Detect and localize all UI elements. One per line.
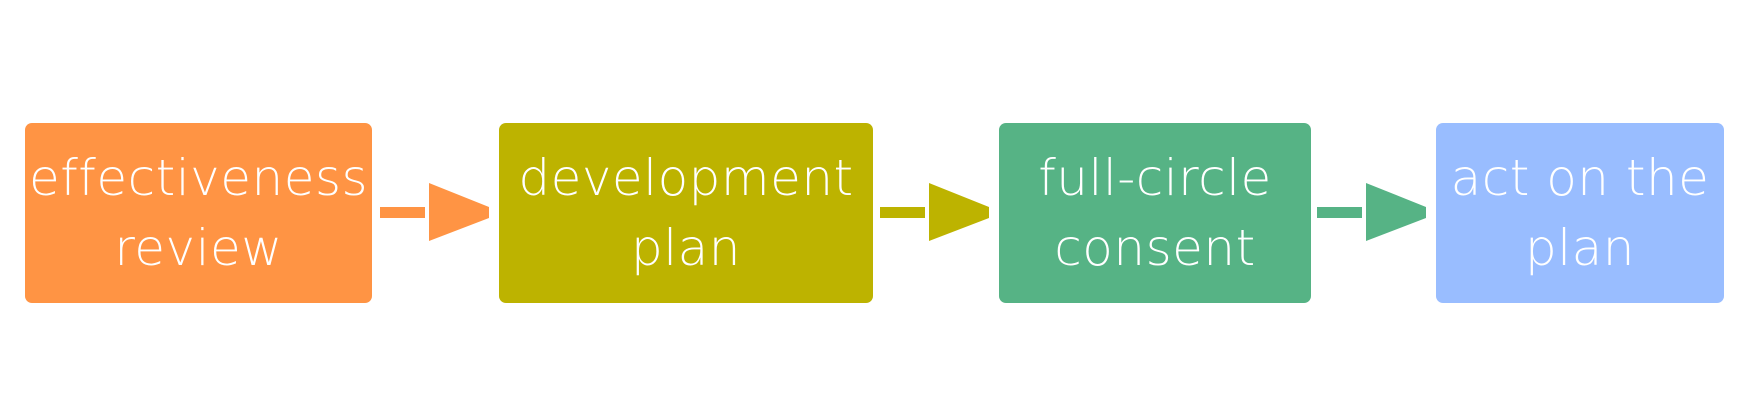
step-box-full-circle-consent: full-circle consent: [999, 123, 1311, 303]
step-label-line: effectiveness: [28, 149, 369, 207]
arrow-head: [429, 183, 489, 241]
step-label-line: plan: [1525, 219, 1635, 277]
step-label: effectiveness review: [29, 143, 368, 283]
step-box-effectiveness-review: effectiveness review: [25, 123, 372, 303]
step-label-line: review: [114, 219, 283, 277]
step-box-development-plan: development plan: [499, 123, 873, 303]
step-label-line: consent: [1054, 219, 1256, 277]
flow-arrow-icon: [380, 183, 489, 241]
arrow-head: [929, 183, 989, 241]
step-box-act-on-the-plan: act on the plan: [1436, 123, 1724, 303]
step-label: development plan: [518, 143, 853, 283]
step-label-line: plan: [631, 219, 741, 277]
arrow-shaft: [380, 207, 425, 218]
flow-arrow-icon: [880, 183, 989, 241]
flow-arrow-icon: [1317, 183, 1426, 241]
arrow-shaft: [880, 207, 925, 218]
step-label: act on the plan: [1451, 143, 1710, 283]
arrow-shaft: [1317, 207, 1362, 218]
step-label-line: act on the: [1450, 149, 1710, 207]
step-label: full-circle consent: [1038, 143, 1272, 283]
step-label-line: full-circle: [1038, 149, 1272, 207]
arrow-head: [1366, 183, 1426, 241]
step-label-line: development: [518, 149, 854, 207]
